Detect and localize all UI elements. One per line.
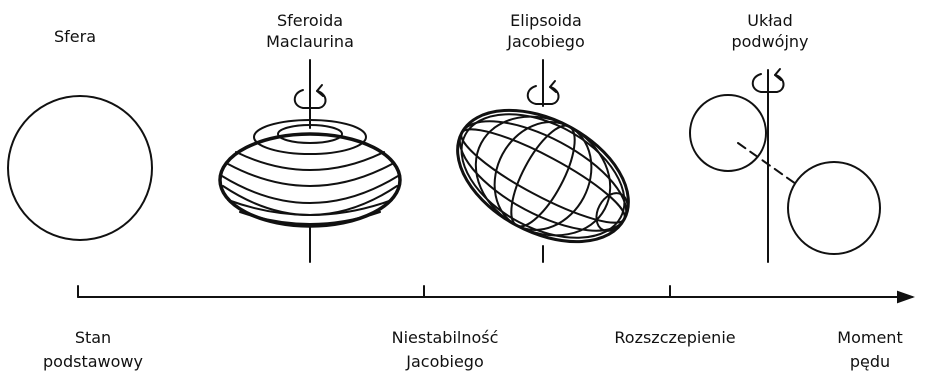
jacobi-title: Elipsoida Jacobiego [476, 10, 616, 52]
stage-ground-line1: Stan [8, 326, 178, 350]
maclaurin-title: Sferoida Maclaurina [240, 10, 380, 52]
jacobi-title-line2: Jacobiego [476, 31, 616, 52]
jacobi-title-line1: Elipsoida [476, 10, 616, 31]
binary-title-line2: podwójny [700, 31, 840, 52]
stage-instability-line1: Niestabilność [360, 326, 530, 350]
binary-title: Układ podwójny [700, 10, 840, 52]
maclaurin-title-line1: Sferoida [240, 10, 380, 31]
angular-momentum-axis [78, 286, 912, 302]
stage-label-fission: Rozszczepienie [590, 326, 760, 350]
axis-quantity-label: Moment pędu [820, 326, 920, 374]
stage-label-ground: Stan podstawowy [8, 326, 178, 374]
sphere-title: Sfera [20, 26, 130, 47]
maclaurin-spheroid-figure [220, 60, 400, 262]
binary-title-line1: Układ [700, 10, 840, 31]
jacobi-ellipsoid-figure [435, 60, 650, 269]
stage-fission-line1: Rozszczepienie [590, 326, 760, 350]
binary-system-figure [690, 70, 880, 262]
maclaurin-title-line2: Maclaurina [240, 31, 380, 52]
axis-quantity-line2: pędu [820, 350, 920, 374]
stage-ground-line2: podstawowy [8, 350, 178, 374]
sphere-figure [8, 96, 152, 240]
stage-label-jacobi-instability: Niestabilność Jacobiego [360, 326, 530, 374]
stage-instability-line2: Jacobiego [360, 350, 530, 374]
axis-quantity-line1: Moment [820, 326, 920, 350]
